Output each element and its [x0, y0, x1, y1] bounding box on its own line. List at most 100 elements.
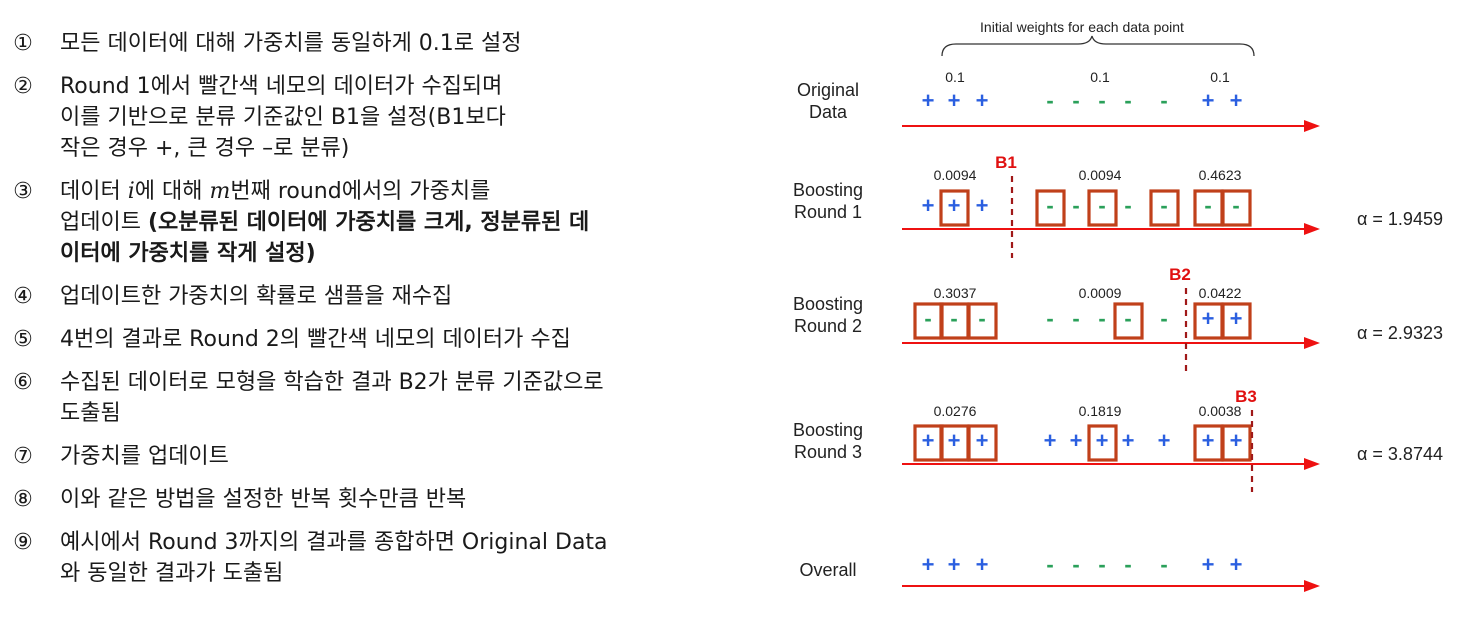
plus-point: + [1230, 306, 1243, 331]
weight-label: 0.0276 [934, 403, 977, 419]
plus-point: + [1122, 428, 1135, 453]
minus-point: - [1098, 306, 1105, 331]
step-number: ⑥ [13, 370, 33, 395]
weight-label: 0.0009 [1079, 285, 1122, 301]
minus-point: - [924, 306, 931, 331]
minus-point: - [1124, 306, 1131, 331]
step-number: ④ [13, 284, 33, 309]
row-label: Overall [799, 560, 856, 580]
selection-box [1113, 302, 1144, 340]
selection-box [1087, 424, 1118, 462]
plus-point: + [976, 428, 989, 453]
selection-box [967, 302, 998, 340]
axis-arrow-head [1304, 458, 1320, 470]
minus-point: - [1160, 193, 1167, 218]
weight-label: 0.1819 [1079, 403, 1122, 419]
selection-box [1087, 189, 1118, 227]
weight-label: 0.1 [1090, 69, 1110, 85]
minus-point: - [1124, 552, 1131, 577]
minus-point: - [950, 306, 957, 331]
plus-point: + [1202, 306, 1215, 331]
selection-box [1149, 189, 1180, 227]
step-line: 데이터 i에 대해 m번째 round에서의 가중치를 [60, 176, 708, 207]
threshold-label: B3 [1235, 387, 1257, 406]
plus-point: + [976, 88, 989, 113]
minus-point: - [1098, 552, 1105, 577]
minus-point: - [1204, 193, 1211, 218]
minus-point: - [1124, 88, 1131, 113]
plus-point: + [948, 428, 961, 453]
plus-point: + [1230, 552, 1243, 577]
step-line: 도출됨 [60, 398, 708, 429]
step-number: ③ [13, 179, 33, 204]
step-line: Round 1에서 빨간색 네모의 데이터가 수집되며 [60, 71, 708, 102]
row-label: Round 3 [794, 442, 862, 462]
step-text: 와 동일한 결과가 도출됨 [60, 561, 284, 586]
math-symbol: i [127, 179, 135, 204]
minus-point: - [1046, 306, 1053, 331]
minus-point: - [1160, 552, 1167, 577]
alpha-value: α = 3.8744 [1357, 444, 1443, 464]
step-text: 예시에서 Round 3까지의 결과를 종합하면 Original Data [60, 530, 608, 555]
minus-point: - [1232, 193, 1239, 218]
plus-point: + [1202, 428, 1215, 453]
plus-point: + [922, 428, 935, 453]
step-text: 에 대해 [134, 179, 210, 204]
curly-brace [941, 35, 1255, 57]
weight-label: 0.0422 [1199, 285, 1242, 301]
step-item: ⑦ 가중치를 업데이트 [8, 441, 708, 472]
alpha-value: α = 2.9323 [1357, 323, 1443, 343]
row-label: Round 1 [794, 202, 862, 222]
plus-point: + [1044, 428, 1057, 453]
step-text: 수집된 데이터로 모형을 학습한 결과 B2가 분류 기준값으로 [60, 370, 604, 395]
step-text: 4번의 결과로 Round 2의 빨간색 네모의 데이터가 수집 [60, 327, 571, 352]
selection-box [1221, 424, 1252, 462]
plus-point: + [976, 193, 989, 218]
plus-point: + [1202, 88, 1215, 113]
step-text: Round 1에서 빨간색 네모의 데이터가 수집되며 [60, 74, 503, 99]
step-text: 업데이트한 가중치의 확률로 샘플을 재수집 [60, 284, 453, 309]
step-number: ⑦ [13, 444, 33, 469]
minus-point: - [1160, 88, 1167, 113]
plus-point: + [948, 88, 961, 113]
weight-label: 0.4623 [1199, 167, 1242, 183]
minus-point: - [1072, 552, 1079, 577]
minus-point: - [1046, 193, 1053, 218]
step-text: 모든 데이터에 대해 가중치를 동일하게 0.1로 설정 [60, 31, 522, 56]
plus-point: + [1230, 428, 1243, 453]
minus-point: - [1072, 88, 1079, 113]
step-line: 4번의 결과로 Round 2의 빨간색 네모의 데이터가 수집 [60, 324, 708, 355]
step-line: 수집된 데이터로 모형을 학습한 결과 B2가 분류 기준값으로 [60, 367, 708, 398]
step-line: 작은 경우 +, 큰 경우 –로 분류) [60, 133, 708, 164]
plus-point: + [948, 193, 961, 218]
step-text: 번째 round에서의 가중치를 [230, 179, 491, 204]
minus-point: - [1098, 193, 1105, 218]
step-item: ⑤ 4번의 결과로 Round 2의 빨간색 네모의 데이터가 수집 [8, 324, 708, 355]
plus-point: + [1230, 88, 1243, 113]
step-line: 업데이트 (오분류된 데이터에 가중치를 크게, 정분류된 데 [60, 207, 708, 238]
step-number: ⑤ [13, 327, 33, 352]
step-text: 가중치를 업데이트 [60, 444, 229, 469]
step-line: 업데이트한 가중치의 확률로 샘플을 재수집 [60, 281, 708, 312]
step-text: 이와 같은 방법을 설정한 반복 횟수만큼 반복 [60, 487, 467, 512]
weight-label: 0.0094 [1079, 167, 1122, 183]
step-line: 와 동일한 결과가 도출됨 [60, 558, 708, 589]
step-text: 도출됨 [60, 401, 121, 426]
row-label: Boosting [793, 420, 863, 440]
selection-box [939, 189, 970, 227]
step-line: 이터에 가중치를 작게 설정) [60, 238, 708, 269]
minus-point: - [1124, 193, 1131, 218]
plus-point: + [948, 552, 961, 577]
alpha-value: α = 1.9459 [1357, 209, 1443, 229]
minus-point: - [978, 306, 985, 331]
brace-label: Initial weights for each data point [980, 19, 1184, 35]
step-line: 예시에서 Round 3까지의 결과를 종합하면 Original Data [60, 527, 708, 558]
plus-point: + [1070, 428, 1083, 453]
step-text: 작은 경우 +, 큰 경우 –로 분류) [60, 136, 350, 161]
plus-point: + [1158, 428, 1171, 453]
